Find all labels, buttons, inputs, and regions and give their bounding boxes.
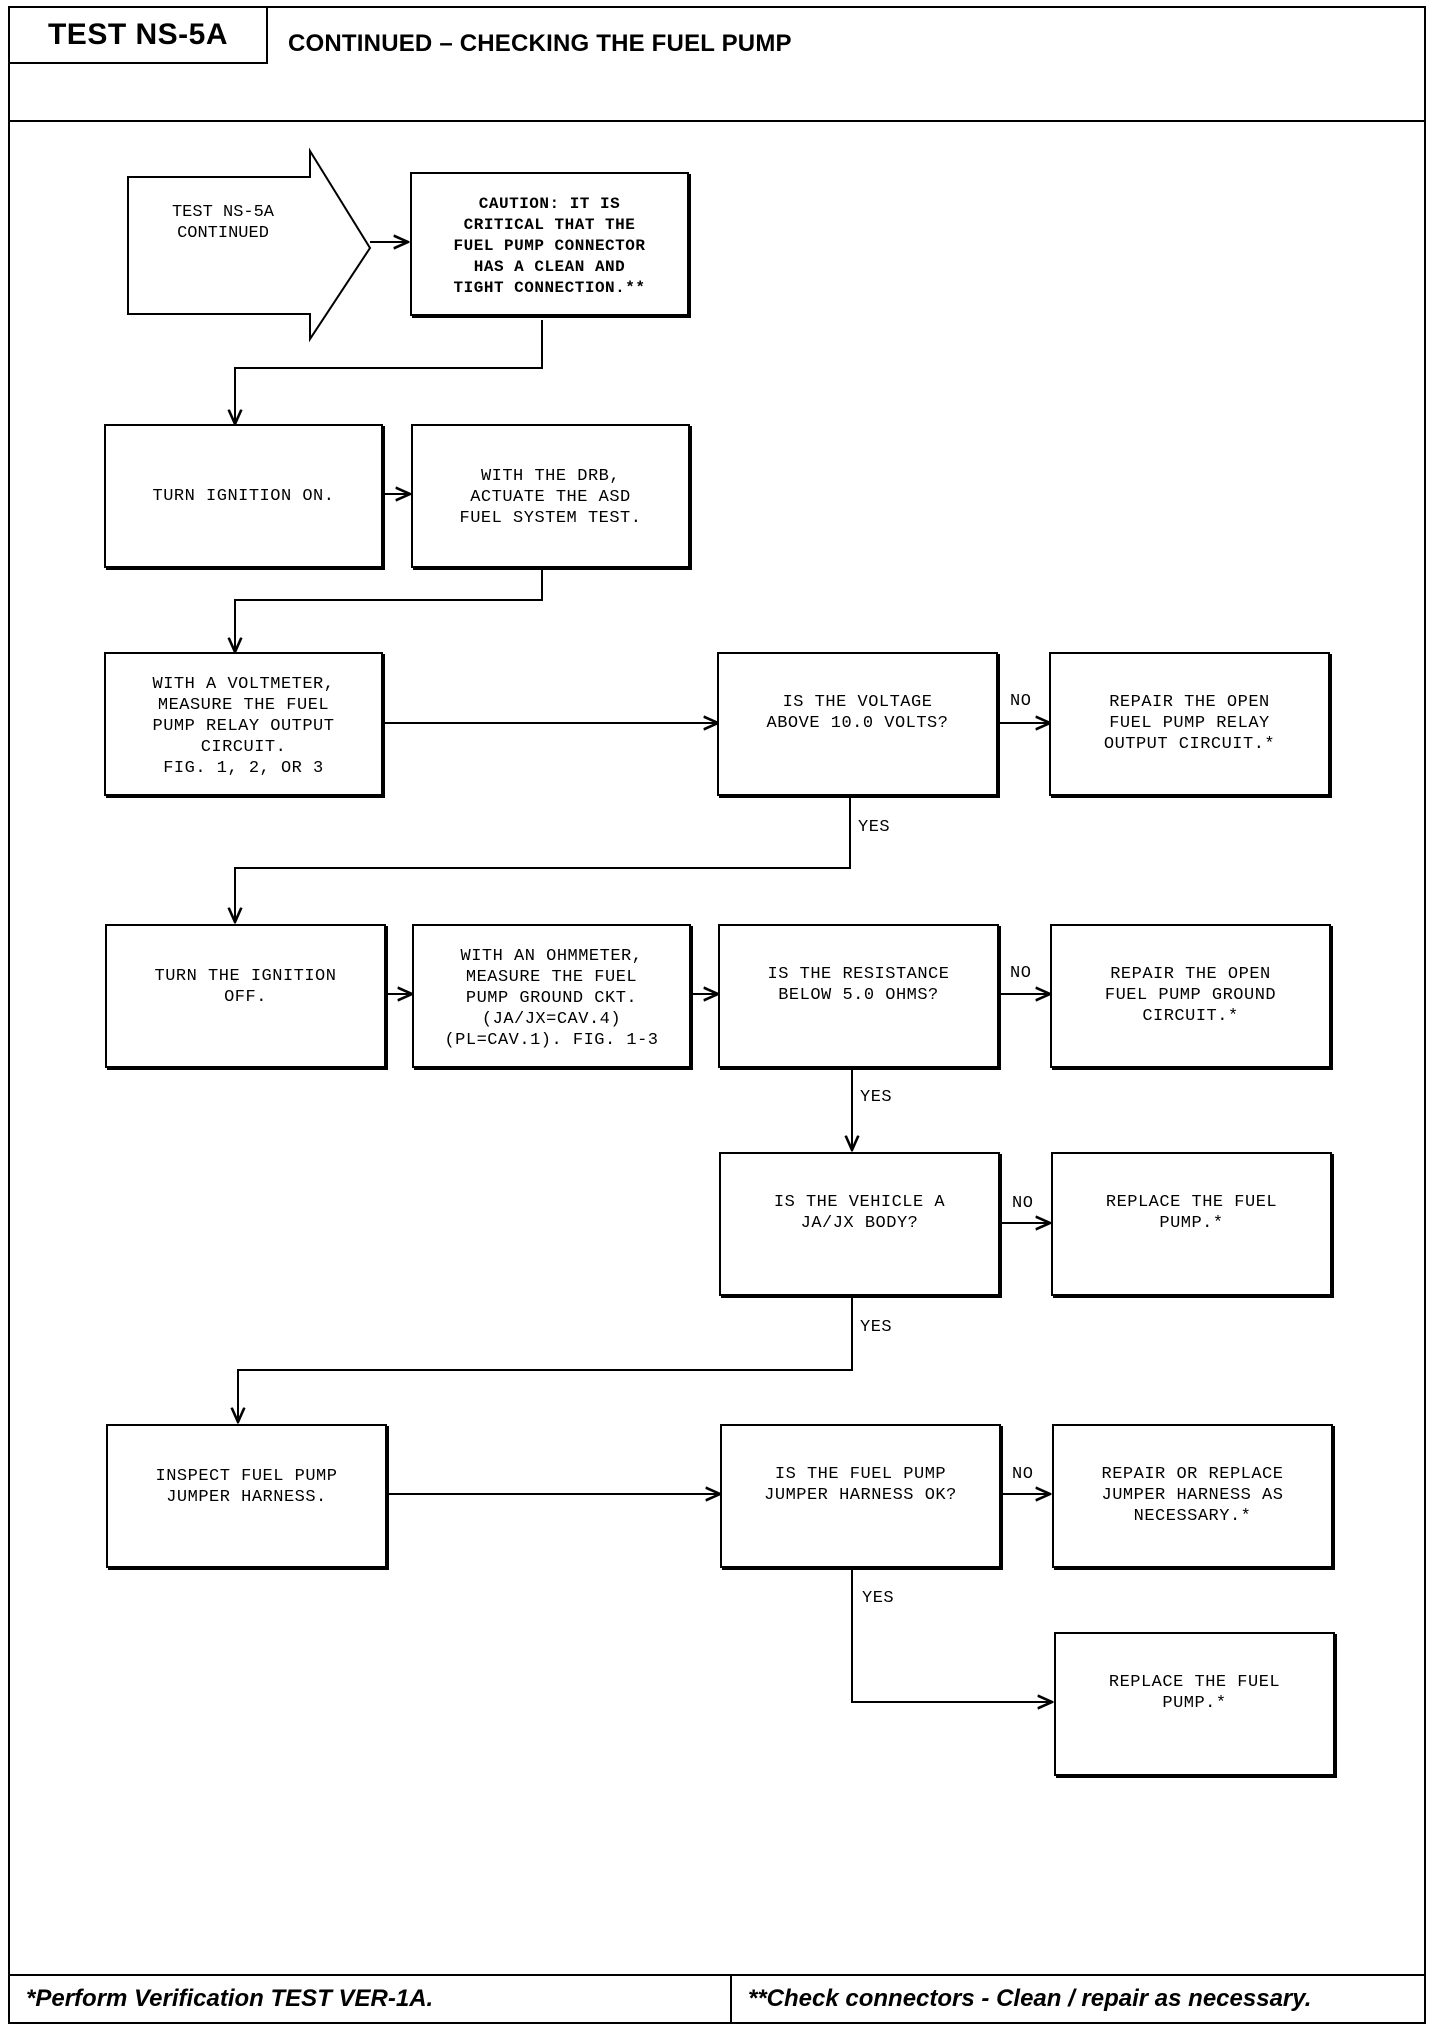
repair-relay-output-box: REPAIR THE OPEN FUEL PUMP RELAY OUTPUT C… bbox=[1049, 652, 1330, 796]
footnote-verification: *Perform Verification TEST VER-1A. bbox=[26, 1985, 434, 2012]
body-question-box: IS THE VEHICLE A JA/JX BODY? bbox=[719, 1152, 1000, 1296]
no-label-resistance: NO bbox=[1010, 964, 1032, 983]
yes-label-body: YES bbox=[860, 1318, 893, 1337]
jumper-question-box: IS THE FUEL PUMP JUMPER HARNESS OK? bbox=[720, 1424, 1001, 1568]
no-label-body: NO bbox=[1012, 1194, 1034, 1213]
footnote-connectors: **Check connectors - Clean / repair as n… bbox=[730, 1976, 1311, 2022]
replace-fuel-pump-box-2: REPLACE THE FUEL PUMP.* bbox=[1054, 1632, 1335, 1776]
test-id: TEST NS-5A bbox=[10, 8, 268, 64]
ohmmeter-box: WITH AN OHMMETER, MEASURE THE FUEL PUMP … bbox=[412, 924, 691, 1068]
drb-test-box: WITH THE DRB, ACTUATE THE ASD FUEL SYSTE… bbox=[411, 424, 690, 568]
yes-label-voltage: YES bbox=[858, 818, 891, 837]
resistance-question-box: IS THE RESISTANCE BELOW 5.0 OHMS? bbox=[718, 924, 999, 1068]
voltage-question-box: IS THE VOLTAGE ABOVE 10.0 VOLTS? bbox=[717, 652, 998, 796]
inspect-jumper-box: INSPECT FUEL PUMP JUMPER HARNESS. bbox=[106, 1424, 387, 1568]
turn-ignition-off-box: TURN THE IGNITION OFF. bbox=[105, 924, 386, 1068]
page-frame: TEST NS-5A CONTINUED – CHECKING THE FUEL… bbox=[8, 6, 1426, 2024]
no-label-voltage: NO bbox=[1010, 692, 1032, 711]
connector-q-jumper-yes bbox=[851, 1567, 1052, 1702]
turn-ignition-on-box: TURN IGNITION ON. bbox=[104, 424, 383, 568]
caution-box: CAUTION: IT IS CRITICAL THAT THE FUEL PU… bbox=[410, 172, 689, 316]
connector-q-body-yes bbox=[238, 1296, 853, 1422]
connector-caution-to-ignition bbox=[235, 320, 543, 424]
voltmeter-box: WITH A VOLTMETER, MEASURE THE FUEL PUMP … bbox=[104, 652, 383, 796]
start-arrow-shape bbox=[127, 147, 372, 343]
yes-label-jumper: YES bbox=[862, 1589, 895, 1608]
no-label-jumper: NO bbox=[1012, 1465, 1034, 1484]
repair-jumper-box: REPAIR OR REPLACE JUMPER HARNESS AS NECE… bbox=[1052, 1424, 1333, 1568]
footer: *Perform Verification TEST VER-1A. **Che… bbox=[10, 1974, 1424, 2022]
connector-drb-to-voltmeter bbox=[235, 566, 543, 652]
page-title: CONTINUED – CHECKING THE FUEL PUMP bbox=[288, 30, 792, 57]
replace-fuel-pump-box-1: REPLACE THE FUEL PUMP.* bbox=[1051, 1152, 1332, 1296]
yes-label-resistance: YES bbox=[860, 1088, 893, 1107]
header: TEST NS-5A CONTINUED – CHECKING THE FUEL… bbox=[10, 8, 1424, 122]
start-label: TEST NS-5A CONTINUED bbox=[171, 203, 275, 243]
connector-q-voltage-yes bbox=[235, 797, 851, 922]
repair-ground-box: REPAIR THE OPEN FUEL PUMP GROUND CIRCUIT… bbox=[1050, 924, 1331, 1068]
